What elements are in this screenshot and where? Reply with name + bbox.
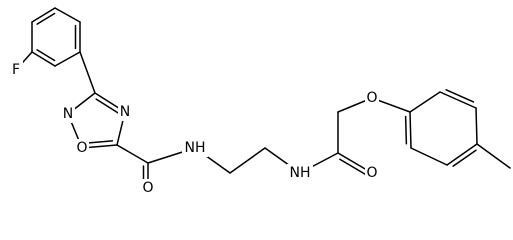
- fluorine-atom-mask: [9, 61, 23, 79]
- bond-b5-b6: [31, 51, 56, 67]
- ring-nitrogen-lower-mask: [61, 105, 75, 123]
- carbonyl-oxygen-1-mask: [141, 179, 155, 197]
- molecule-canvas: F N N O O NH NH O O: [9, 7, 511, 197]
- bond-b2-b3: [54, 7, 81, 23]
- ether-oxygen-mask: [365, 89, 379, 107]
- bond-r2-r3: [439, 91, 477, 109]
- bond-Ca-Cb: [229, 147, 266, 174]
- ring-oxygen: O: [76, 140, 87, 156]
- bond-r4-Me: [476, 143, 511, 169]
- bond-r2-r3-second: [445, 89, 475, 103]
- ring-nitrogen-upper: N: [120, 104, 130, 120]
- bond-C3-N4-second: [95, 98, 120, 115]
- ring-nitrogen-lower: N: [63, 106, 73, 122]
- bond-r1-r2: [409, 91, 441, 113]
- amide-nh-2: NH: [290, 165, 311, 181]
- bond-Cc-Occ-second: [339, 158, 367, 176]
- bond-r4-r5: [446, 143, 478, 166]
- ring-nitrogen-upper-mask: [118, 103, 132, 121]
- amide-nh-1-mask: [182, 139, 208, 157]
- carbonyl-oxygen-2-mask: [365, 164, 379, 182]
- amide-nh-1: NH: [185, 140, 206, 156]
- bond-r3-r4: [475, 107, 478, 145]
- ether-oxygen: O: [366, 90, 377, 106]
- bond-C5-O1-second: [85, 140, 114, 144]
- bond-C5-Cam: [116, 144, 149, 164]
- bond-b4-b5: [54, 51, 81, 67]
- bond-r6-r1-second: [404, 115, 408, 145]
- bond-r6-r1: [409, 111, 412, 149]
- bond-b4-C3: [79, 51, 96, 94]
- bond-b1-b2: [31, 7, 56, 23]
- bond-b5-b6-second: [36, 49, 56, 62]
- bond-r4-r5-second: [452, 149, 477, 167]
- fluorine-atom: F: [12, 62, 20, 78]
- ring-oxygen-mask: [75, 139, 89, 157]
- bond-b1-b2-second: [36, 12, 56, 25]
- bond-r5-r6: [410, 147, 448, 166]
- carbonyl-oxygen-1: O: [142, 180, 153, 196]
- carbonyl-oxygen-2: O: [366, 165, 377, 181]
- molecule-structure-diagram: F N N O O NH NH O O: [9, 7, 511, 197]
- amide-nh-2-mask: [287, 164, 313, 182]
